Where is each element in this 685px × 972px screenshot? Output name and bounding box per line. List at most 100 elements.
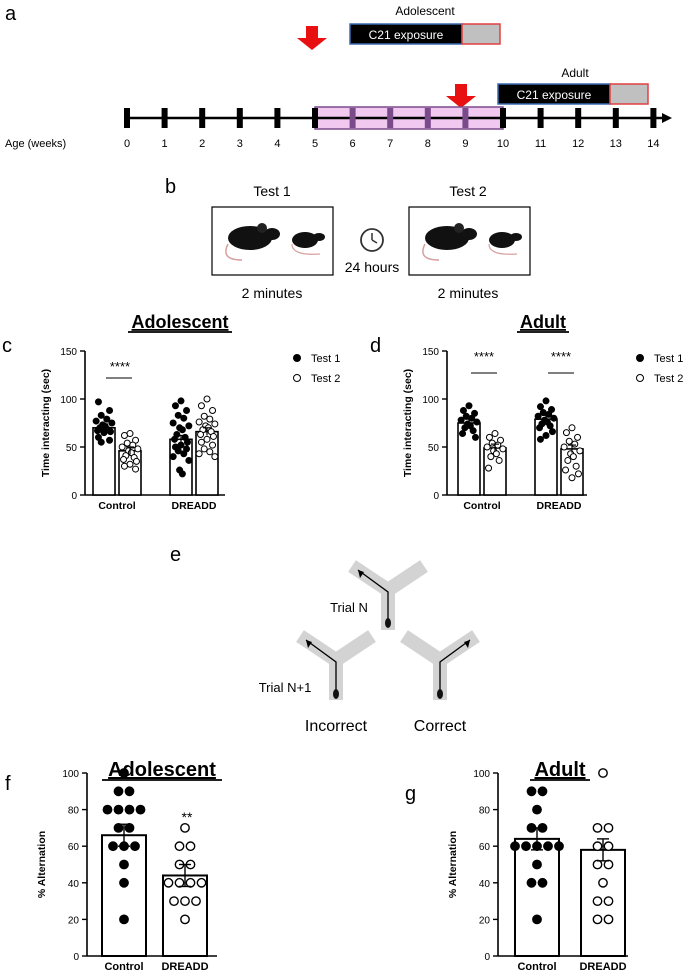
timeline-tick-label: 3 xyxy=(237,138,243,150)
timeline-tick xyxy=(575,108,582,128)
y-maze-incorrect xyxy=(296,630,376,700)
data-point xyxy=(120,431,128,439)
data-point xyxy=(485,433,493,441)
data-point xyxy=(169,896,179,906)
data-point xyxy=(536,435,544,443)
data-point xyxy=(197,438,205,446)
y-maze-correct xyxy=(400,630,480,700)
data-point xyxy=(169,419,177,427)
adult-exposure-label: C21 exposure xyxy=(517,88,592,102)
data-point xyxy=(178,426,186,434)
panel-label-d: d xyxy=(370,335,381,357)
significance-label: **** xyxy=(110,359,130,374)
timeline-tick-label: 4 xyxy=(274,138,280,150)
data-point xyxy=(120,462,128,470)
legend-marker xyxy=(293,354,301,362)
legend-label: Test 2 xyxy=(654,373,683,385)
y-maze-trial-n xyxy=(348,560,428,630)
bar xyxy=(101,834,147,957)
timeline-tick xyxy=(650,108,657,128)
timeline-tick-label: 0 xyxy=(124,138,130,150)
x-tick-label: DREADD xyxy=(161,961,208,972)
data-point xyxy=(92,417,100,425)
x-tick-label: Control xyxy=(517,961,556,972)
data-point xyxy=(185,877,196,888)
y-tick-label: 80 xyxy=(68,806,80,817)
data-point xyxy=(119,768,129,778)
data-point xyxy=(94,398,102,406)
data-point xyxy=(465,402,473,410)
data-point xyxy=(603,841,614,852)
y-tick-label: 0 xyxy=(71,491,77,502)
data-point xyxy=(592,914,603,925)
timeline-tick-label: 14 xyxy=(647,138,659,150)
data-point xyxy=(485,464,493,472)
panel-label-a: a xyxy=(5,3,17,25)
timeline-tick xyxy=(462,108,469,128)
y-tick-label: 100 xyxy=(60,395,77,406)
data-point xyxy=(191,896,201,906)
data-point xyxy=(473,418,481,426)
chart-title: Adolescent xyxy=(131,312,228,332)
y-tick-label: 0 xyxy=(484,952,490,963)
data-point xyxy=(178,470,186,478)
mouse-icon xyxy=(437,689,443,699)
data-point xyxy=(174,877,185,888)
data-point xyxy=(209,432,217,440)
data-point xyxy=(603,896,614,906)
y-tick-label: 60 xyxy=(479,842,491,853)
y-tick-label: 50 xyxy=(66,443,78,454)
data-point xyxy=(560,443,568,451)
timeline-tick-label: 2 xyxy=(199,138,205,150)
incorrect-label: Incorrect xyxy=(305,718,368,735)
data-point xyxy=(565,437,573,445)
data-point xyxy=(457,416,465,424)
x-tick-label: Control xyxy=(104,961,143,972)
data-point xyxy=(132,465,140,473)
timeline-tick-label: 10 xyxy=(497,138,509,150)
data-point xyxy=(572,462,580,470)
data-point xyxy=(536,403,544,411)
y-tick-label: 20 xyxy=(68,915,80,926)
data-point xyxy=(185,456,193,464)
y-tick-label: 80 xyxy=(479,806,491,817)
y-tick-label: 40 xyxy=(479,879,491,890)
data-point xyxy=(483,443,491,451)
timeline-tick xyxy=(612,108,619,128)
data-point xyxy=(471,433,479,441)
adolescent-grey-box xyxy=(461,23,501,45)
timeline-tick xyxy=(424,108,431,128)
data-point xyxy=(209,407,217,415)
data-point xyxy=(196,877,207,888)
data-point xyxy=(120,455,128,463)
y-tick-label: 100 xyxy=(473,769,490,780)
x-tick-label: DREADD xyxy=(537,500,582,512)
x-tick-label: Control xyxy=(98,500,135,512)
data-point xyxy=(130,841,140,852)
correct-label: Correct xyxy=(414,718,467,735)
x-tick-label: Control xyxy=(463,500,500,512)
data-point xyxy=(108,841,118,852)
data-point xyxy=(537,786,548,797)
data-point xyxy=(574,433,582,441)
data-point xyxy=(542,397,550,405)
data-point xyxy=(108,419,116,427)
adult-grey-box xyxy=(609,83,649,105)
data-point xyxy=(197,402,205,410)
timeline-tick-label: 5 xyxy=(312,138,318,150)
chart-title: Adolescent xyxy=(108,759,216,781)
data-point xyxy=(106,428,114,436)
data-point xyxy=(124,804,135,815)
data-point xyxy=(592,896,603,906)
legend-marker xyxy=(636,374,644,382)
data-point xyxy=(526,877,537,888)
data-point xyxy=(113,823,124,833)
data-point xyxy=(200,412,208,420)
clock-icon xyxy=(360,228,384,252)
data-point xyxy=(574,470,582,478)
panel-label-c: c xyxy=(2,335,12,357)
data-point xyxy=(554,841,564,852)
y-tick-label: 20 xyxy=(479,915,491,926)
